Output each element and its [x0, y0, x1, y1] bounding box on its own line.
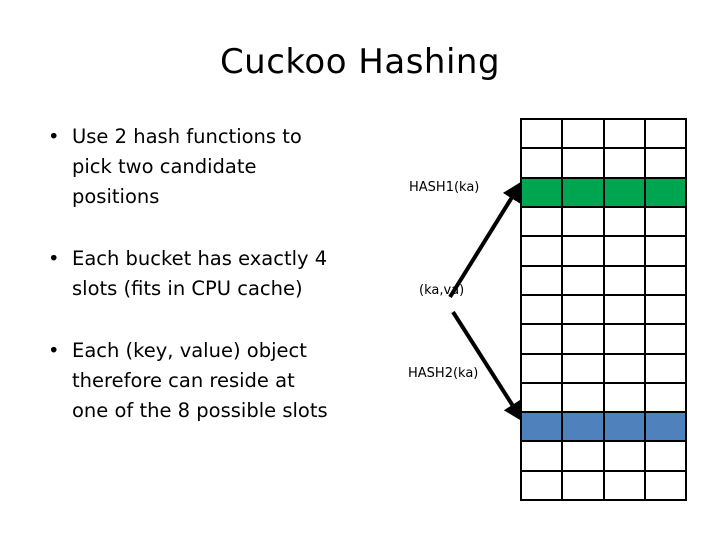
bucket-slot — [646, 208, 685, 235]
bucket-row — [522, 266, 685, 296]
bucket-row — [522, 442, 685, 472]
list-item-text: Each bucket has exactly 4 slots (fits in… — [72, 247, 328, 300]
bucket-slot — [605, 266, 646, 294]
arrow-hash2-icon — [451, 310, 524, 422]
bucket-slot — [522, 237, 564, 265]
bucket-slot — [646, 472, 685, 499]
bucket-slot — [522, 413, 564, 441]
bucket-slot — [563, 383, 605, 412]
bucket-row — [522, 149, 685, 179]
bucket-slot — [522, 178, 564, 206]
bucket-slot — [522, 354, 564, 382]
bucket-slot — [646, 325, 685, 352]
label-hash1: HASH1(ka) — [409, 180, 480, 195]
bullet-marker-icon: • — [48, 339, 60, 362]
bucket-slot — [646, 149, 685, 176]
bucket-slot — [563, 295, 605, 324]
bucket-slot — [646, 384, 685, 411]
blue-bucket-row — [522, 413, 685, 443]
bucket-slot — [563, 207, 605, 236]
bucket-slot — [605, 120, 646, 148]
bucket-slot — [646, 442, 685, 469]
list-item: • Use 2 hash functions to pick two candi… — [44, 122, 404, 212]
bucket-slot — [563, 413, 605, 441]
green-bucket-row — [522, 178, 685, 208]
bucket-slot — [605, 237, 646, 265]
bucket-slot — [605, 442, 646, 470]
label-hash2: HASH2(ka) — [408, 366, 479, 381]
bucket-slot — [604, 178, 646, 206]
bucket-slot — [605, 325, 646, 353]
bucket-slot — [646, 355, 685, 382]
page-title: Cuckoo Hashing — [219, 42, 501, 82]
bucket-slot — [646, 296, 685, 323]
bucket-slot — [645, 413, 685, 441]
bucket-slot — [563, 149, 605, 177]
bucket-slot — [563, 266, 605, 294]
bucket-slot — [522, 442, 564, 470]
bucket-slot — [605, 354, 646, 382]
bucket-slot — [605, 295, 646, 324]
bucket-slot — [522, 149, 564, 177]
bucket-slot — [605, 383, 646, 412]
bucket-slot — [563, 354, 605, 382]
bucket-slot — [522, 325, 564, 353]
bucket-slot — [605, 207, 646, 236]
bucket-row — [522, 120, 685, 150]
bucket-slot — [522, 471, 564, 500]
bucket-slot — [605, 149, 646, 177]
list-item: • Each bucket has exactly 4 slots (fits … — [44, 244, 404, 304]
label-key-value: (ka,va) — [419, 283, 465, 298]
bucket-slot — [522, 120, 564, 148]
bucket-slot — [563, 237, 605, 265]
list-item: • Each (key, value) object therefore can… — [44, 336, 404, 426]
bucket-row — [522, 295, 685, 326]
bucket-grid — [520, 118, 687, 501]
bucket-slot — [646, 120, 685, 147]
bullet-marker-icon: • — [48, 125, 60, 148]
bucket-row — [522, 383, 685, 414]
bucket-slot — [563, 120, 605, 148]
bucket-row — [522, 471, 685, 500]
bucket-slot — [522, 383, 564, 412]
bullet-marker-icon: • — [48, 247, 60, 270]
bucket-row — [522, 325, 685, 355]
bucket-slot — [563, 442, 605, 470]
bucket-slot — [645, 178, 685, 206]
bucket-slot — [563, 178, 605, 206]
bucket-slot — [522, 295, 564, 324]
bucket-slot — [646, 237, 685, 264]
bucket-slot — [646, 267, 685, 294]
list-item-text: Each (key, value) object therefore can r… — [72, 339, 328, 422]
bucket-slot — [522, 266, 564, 294]
bucket-row — [522, 207, 685, 238]
bucket-row — [522, 354, 685, 384]
arrow-hash1-icon — [448, 181, 522, 299]
bucket-slot — [563, 325, 605, 353]
bucket-slot — [604, 413, 646, 441]
bucket-slot — [605, 471, 646, 500]
bucket-slot — [563, 471, 605, 500]
bucket-row — [522, 237, 685, 267]
bullet-list: • Use 2 hash functions to pick two candi… — [44, 122, 404, 426]
bucket-slot — [522, 207, 564, 236]
list-item-text: Use 2 hash functions to pick two candida… — [72, 125, 302, 208]
